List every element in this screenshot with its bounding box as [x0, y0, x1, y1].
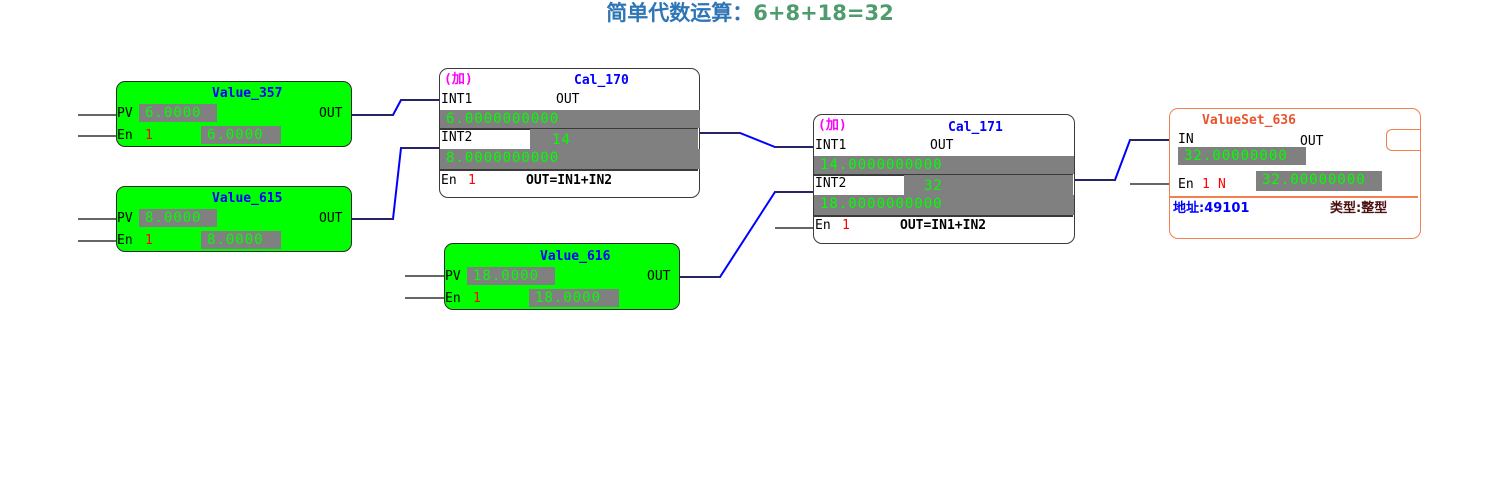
- cal-170-int1-label: INT1: [441, 92, 473, 107]
- valueset-636-en-label: En: [1178, 177, 1194, 192]
- value-616-en-label: En: [445, 291, 461, 306]
- valueset-636-divider: [1170, 196, 1418, 198]
- value-616-pv-label: PV: [445, 269, 461, 284]
- valueset-636-out-label: OUT: [1300, 134, 1324, 149]
- value-357-name: Value_357: [212, 86, 283, 101]
- page-title: 简单代数运算：6+8+18=32: [0, 0, 1500, 26]
- value-615-en-label: En: [117, 233, 133, 248]
- cal-170-en-label: En: [441, 173, 457, 188]
- cal-171-out-value: 32: [924, 178, 943, 194]
- cal-170-en-value: 1: [468, 173, 476, 188]
- value-357-pv-value: 6.0000: [139, 104, 217, 122]
- cal-171-int1-label: INT1: [815, 138, 847, 153]
- cal-171-en-label: En: [815, 218, 831, 233]
- cal-170-divider: [440, 128, 698, 130]
- valueset-636-type: 类型:整型: [1330, 201, 1388, 216]
- value-357-block[interactable]: Value_357 PV 6.0000 OUT En 1 6.0000: [116, 81, 352, 147]
- value-615-out-value: 8.0000: [201, 231, 281, 249]
- cal-171-block[interactable]: (加) Cal_171 INT1 OUT 14.0000000000 INT2 …: [813, 114, 1075, 244]
- cal-171-int2-value: 18.0000000000: [814, 195, 1074, 215]
- wire-615-to-cal170: [352, 147, 441, 220]
- cal-171-divider: [814, 174, 1073, 176]
- value-615-pv-label: PV: [117, 211, 133, 226]
- valueset-636-set-value: 32.00000000: [1256, 171, 1382, 191]
- title-text: 简单代数运算：: [606, 1, 754, 25]
- value-615-pv-value: 8.0000: [139, 209, 217, 227]
- value-357-en-value: 1: [145, 128, 153, 143]
- cal-170-op: (加): [444, 72, 473, 87]
- cal-170-formula: OUT=IN1+IN2: [526, 173, 613, 188]
- cal-170-int1-value: 6.0000000000: [440, 110, 700, 128]
- value-615-block[interactable]: Value_615 PV 8.0000 OUT En 1 8.0000: [116, 186, 352, 252]
- value-615-name: Value_615: [212, 191, 283, 206]
- value-357-pv-label: PV: [117, 106, 133, 121]
- wire-357-to-cal170: [352, 99, 441, 116]
- valueset-636-name: ValueSet_636: [1202, 113, 1296, 128]
- cal-170-int2-label: INT2: [441, 130, 473, 145]
- cal-171-formula: OUT=IN1+IN2: [900, 218, 987, 233]
- wire-cal170-to-cal171: [700, 132, 813, 148]
- valueset-636-n-label: N: [1218, 177, 1226, 192]
- value-616-name: Value_616: [540, 249, 611, 264]
- cal-171-name: Cal_171: [948, 120, 1003, 135]
- value-616-block[interactable]: Value_616 PV 18.0000 OUT En 1 18.0000: [444, 243, 680, 310]
- cal-171-divider-2: [814, 215, 1073, 217]
- value-357-out-value: 6.0000: [201, 126, 281, 144]
- valueset-636-in-label: IN: [1178, 132, 1194, 147]
- cal-171-int2-label: INT2: [815, 176, 847, 191]
- valueset-636-en-value: 1: [1202, 177, 1210, 192]
- value-616-pv-value: 18.0000: [467, 267, 555, 285]
- cal-171-int1-value: 14.0000000000: [814, 156, 1074, 174]
- value-357-out-label: OUT: [319, 106, 343, 121]
- value-615-out-label: OUT: [319, 211, 343, 226]
- value-615-en-value: 1: [145, 233, 153, 248]
- title-equation: 6+8+18=32: [753, 1, 894, 25]
- cal-170-divider-2: [440, 169, 698, 171]
- valueset-636-address: 地址:49101: [1173, 201, 1250, 216]
- cal-170-out-label: OUT: [556, 92, 580, 107]
- cal-171-op: (加): [818, 118, 847, 133]
- cal-171-out-label: OUT: [930, 138, 954, 153]
- cal-170-int2-value: 8.0000000000: [440, 149, 700, 169]
- value-616-out-label: OUT: [647, 269, 671, 284]
- wire-616-to-cal171: [679, 191, 813, 278]
- black-wire-segments: [352, 99, 1171, 278]
- value-616-en-value: 1: [473, 291, 481, 306]
- cal-170-name: Cal_170: [574, 73, 629, 88]
- valueset-636-in-value: 32.00000000: [1178, 147, 1306, 165]
- cal-170-out-value: 14: [552, 132, 571, 148]
- value-616-out-value: 18.0000: [529, 289, 619, 307]
- valueset-636-notch: [1386, 129, 1420, 151]
- cal-170-block[interactable]: (加) Cal_170 INT1 OUT 6.0000000000 INT2 1…: [439, 68, 700, 198]
- value-357-en-label: En: [117, 128, 133, 143]
- input-stubs: [78, 114, 1171, 299]
- wire-cal171-to-valueset: [1075, 139, 1171, 181]
- cal-171-en-value: 1: [842, 218, 850, 233]
- valueset-636-block[interactable]: ValueSet_636 IN OUT 32.00000000 En 1 N 3…: [1169, 108, 1421, 239]
